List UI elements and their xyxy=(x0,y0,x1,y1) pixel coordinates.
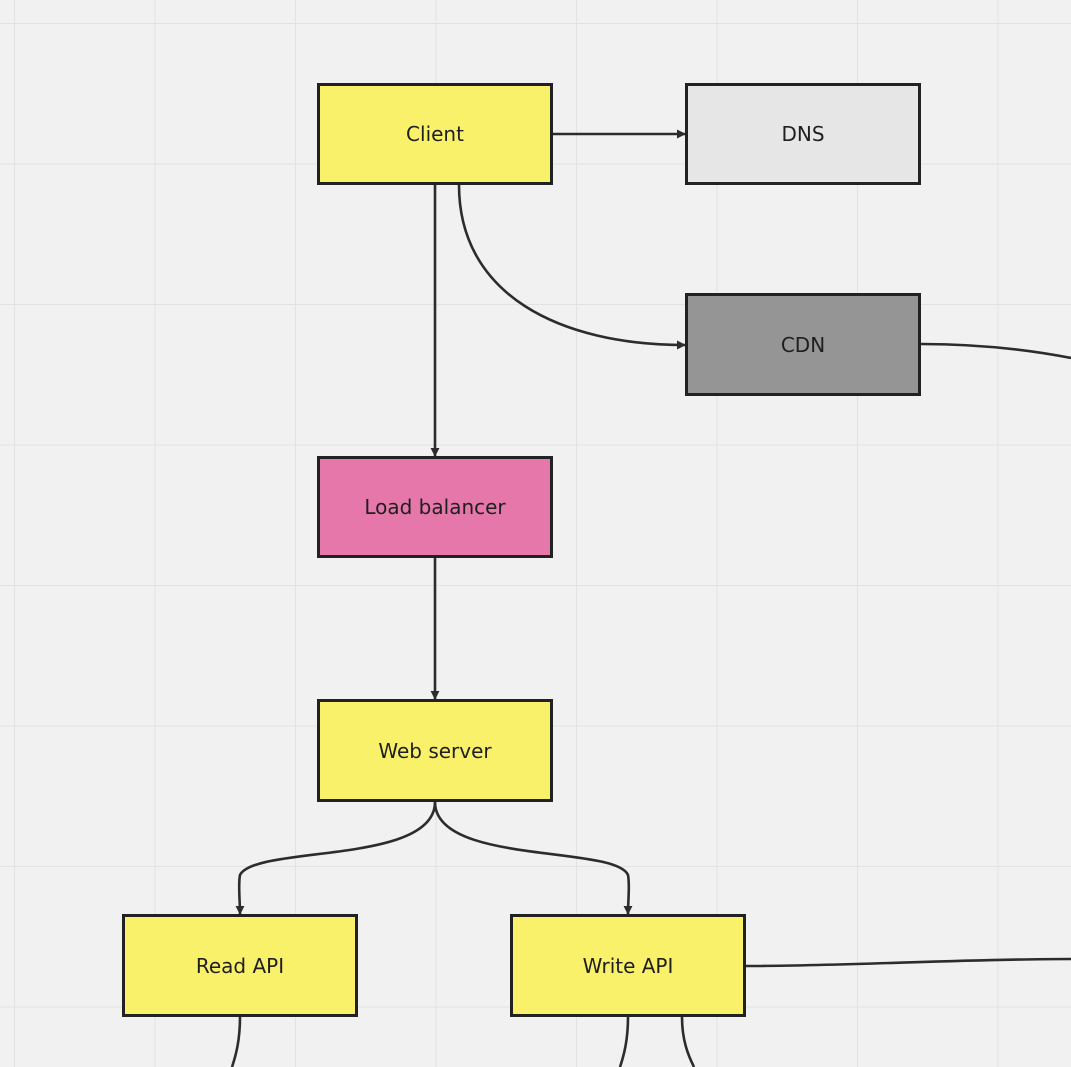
write-api-node[interactable]: Write API xyxy=(510,914,746,1017)
edge-client-cdn[interactable] xyxy=(457,184,686,350)
client-node-label: Client xyxy=(406,122,464,146)
dns-node[interactable]: DNS xyxy=(685,83,921,185)
read-api-node-label: Read API xyxy=(195,953,285,978)
edge-web-server-write-api[interactable] xyxy=(433,801,633,915)
edge-web-server-read-api[interactable] xyxy=(235,801,437,915)
write-api-node-label: Write API xyxy=(582,953,674,978)
web-server-node-label: Web server xyxy=(378,738,492,763)
edge-read-api-down[interactable] xyxy=(230,1016,242,1067)
dns-node-label: DNS xyxy=(781,122,825,146)
edge-write-api-down-left[interactable] xyxy=(618,1016,630,1067)
read-api-node[interactable]: Read API xyxy=(122,914,358,1017)
edge-write-api-offscreen[interactable] xyxy=(745,957,1071,968)
cdn-node[interactable]: CDN xyxy=(685,293,921,396)
load-balancer-node[interactable]: Load balancer xyxy=(317,456,553,558)
client-node[interactable]: Client xyxy=(317,83,553,185)
edge-write-api-down-right[interactable] xyxy=(680,1016,696,1067)
load-balancer-node-label: Load balancer xyxy=(364,495,506,519)
web-server-node[interactable]: Web server xyxy=(317,699,553,802)
cdn-node-label: CDN xyxy=(780,332,826,357)
edge-cdn-offscreen[interactable] xyxy=(920,342,1071,360)
